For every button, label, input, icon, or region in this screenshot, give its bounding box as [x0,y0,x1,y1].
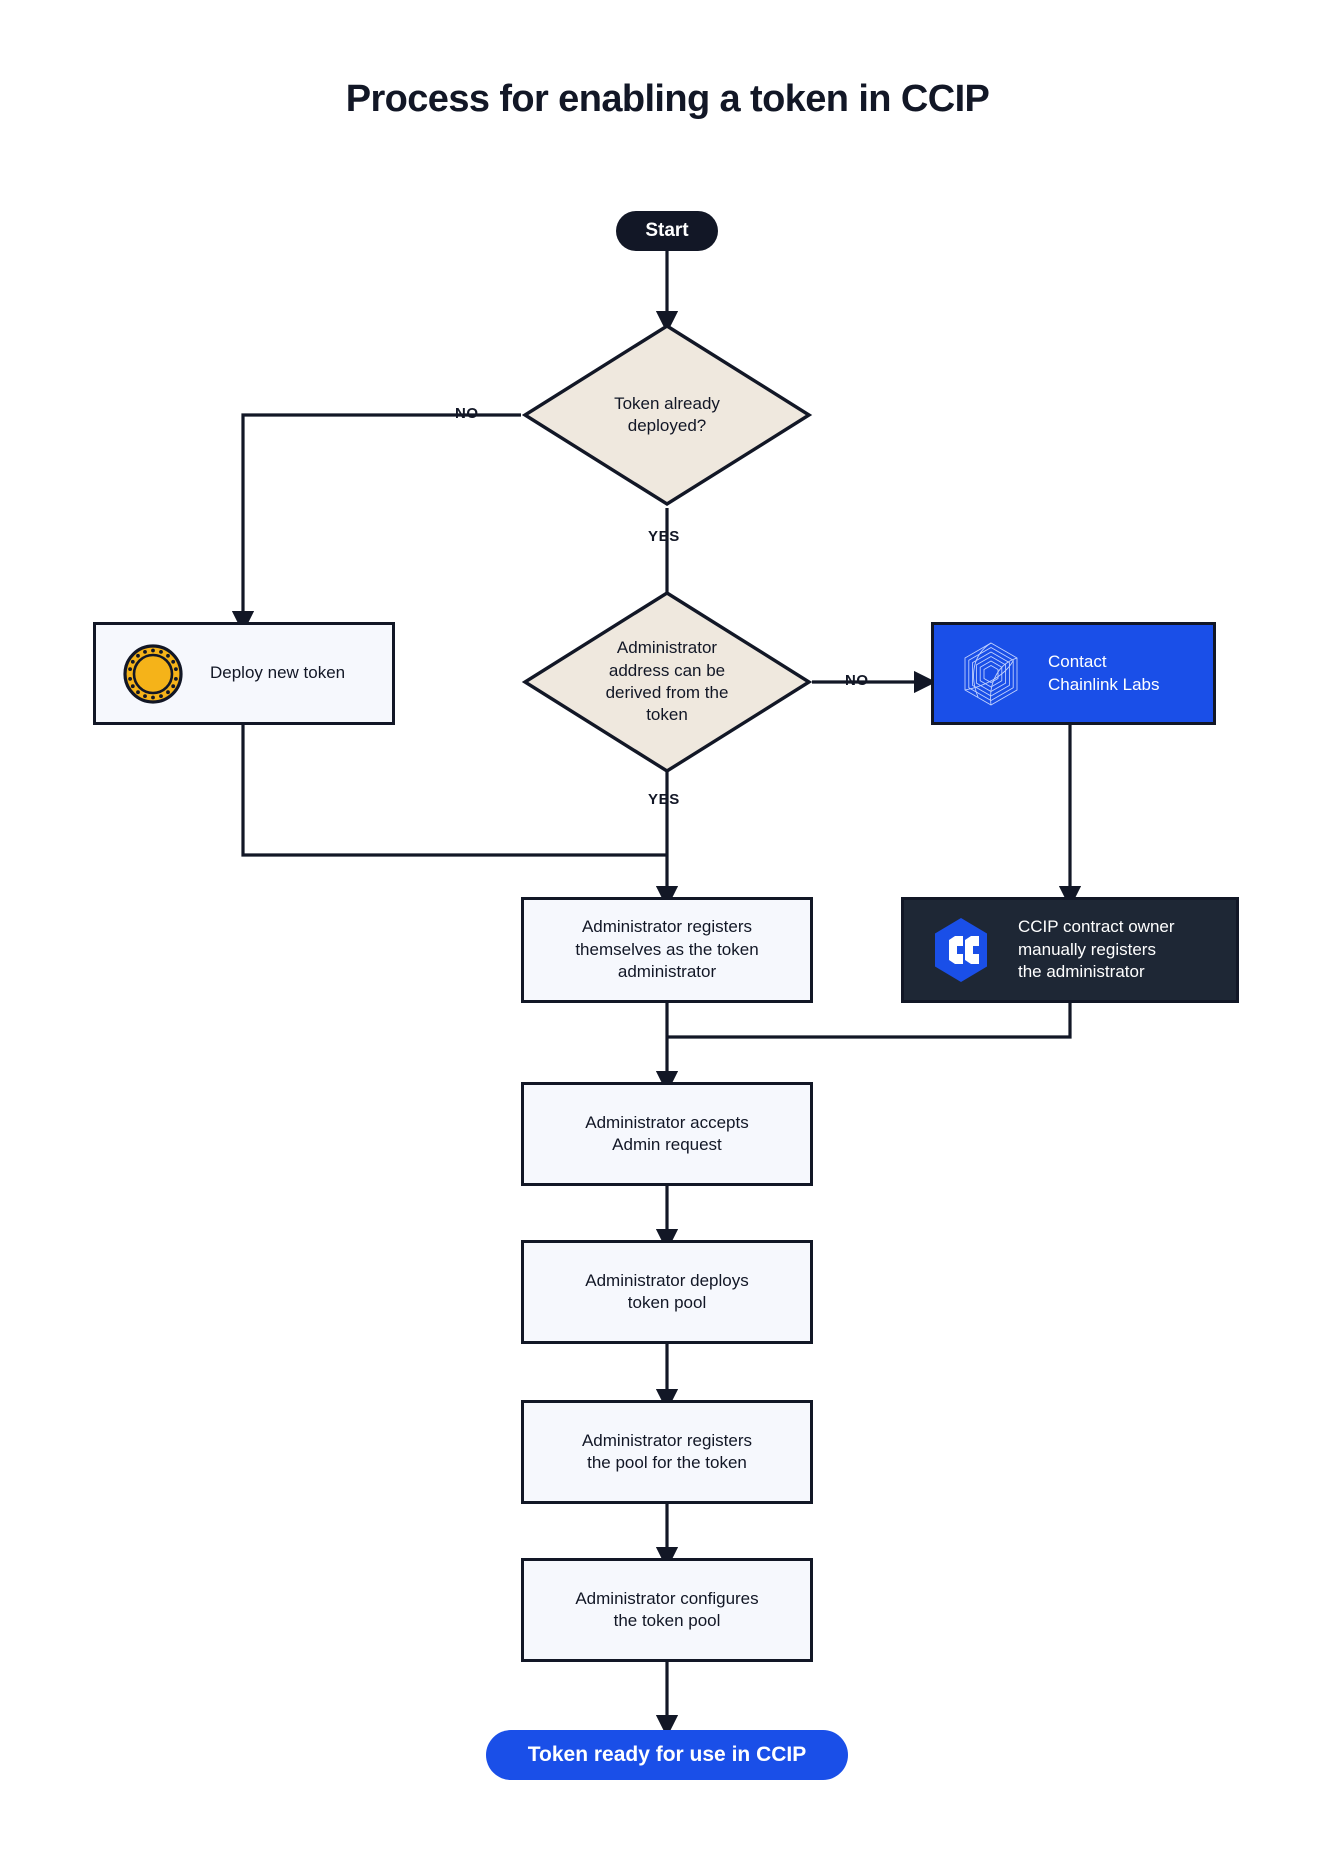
node-admin-configures-pool-label: Administrator configures the token pool [575,1588,759,1630]
node-deploy-new-token[interactable]: Deploy new token [93,622,395,725]
edge-label-admin-derived-yes: YES [648,791,680,808]
node-admin-accepts-label: Administrator accepts Admin request [585,1112,749,1154]
node-contact-chainlink-labs[interactable]: Contact Chainlink Labs [931,622,1216,725]
node-admin-registers-pool-label: Administrator registers the pool for the… [581,1430,753,1472]
page-title: Process for enabling a token in CCIP [345,78,990,120]
node-admin-registers-self[interactable]: Administrator registers themselves as th… [521,897,813,1003]
diamond-shape-token-deployed [521,323,813,507]
node-end-label: Token ready for use in CCIP [527,1743,807,1766]
node-start-label: Start [645,220,689,241]
node-admin-registers-pool[interactable]: Administrator registers the pool for the… [521,1400,813,1504]
node-admin-accepts[interactable]: Administrator accepts Admin request [521,1082,813,1186]
node-decision-admin-derived-label: Administrator address can be derived fro… [605,638,729,725]
node-ccip-owner-registers[interactable]: CCIP contract owner manually registers t… [901,897,1239,1003]
node-deploy-new-token-label: Deploy new token [210,663,346,683]
node-admin-deploys-pool-label: Administrator deploys token pool [585,1270,749,1312]
diamond-shape-admin-derived [521,590,813,774]
edge-ccip-owner-merge [667,1003,1072,1039]
ccip-hex-logo-icon [935,918,987,982]
node-contact-chainlink-labs-label: Contact Chainlink Labs [1048,652,1160,694]
edge-label-deployed-yes: YES [648,528,680,545]
node-end[interactable]: Token ready for use in CCIP [486,1730,848,1780]
node-start[interactable]: Start [616,211,718,251]
edge-label-deployed-no: NO [455,405,479,422]
node-decision-token-deployed[interactable]: Token already deployed? [521,322,813,508]
diamond-label-wrap-token-deployed: Token already deployed? [521,322,813,508]
diamond-label-wrap-admin-derived: Administrator address can be derived fro… [521,589,813,775]
edge-deployed-no [231,413,521,634]
chainlink-hex-logo-icon [964,642,1018,705]
gold-coin-icon [123,643,183,704]
node-ccip-owner-registers-label: CCIP contract owner manually registers t… [1018,917,1175,982]
node-admin-registers-self-label: Administrator registers themselves as th… [575,917,759,982]
node-admin-configures-pool[interactable]: Administrator configures the token pool [521,1558,813,1662]
node-admin-deploys-pool[interactable]: Administrator deploys token pool [521,1240,813,1344]
node-decision-admin-derived[interactable]: Administrator address can be derived fro… [521,589,813,775]
node-decision-token-deployed-label: Token already deployed? [614,393,720,435]
edge-label-admin-derived-no: NO [845,672,869,689]
